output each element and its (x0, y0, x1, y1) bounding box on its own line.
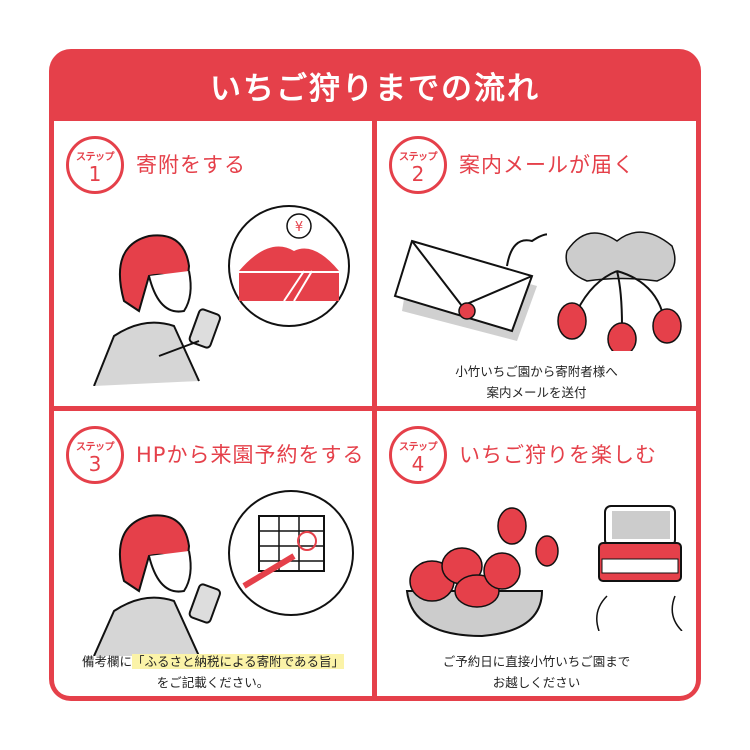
step-title: いちご狩りを楽しむ (459, 443, 657, 467)
step-number: 2 (411, 162, 425, 186)
woman-phone-icon (93, 234, 222, 386)
page-title: いちご狩りまでの流れ (210, 70, 540, 107)
caption-prefix: 備考欄に (81, 654, 132, 669)
step-badge: ステップ 3 (66, 426, 124, 484)
step-4-panel: ステップ 4 いちご狩りを楽しむ ご予約日に直接小竹いちご園まで お越しください (377, 411, 696, 696)
woman-phone-icon (93, 514, 222, 656)
envelope-icon (393, 233, 547, 341)
caption-line: ご予約日に直接小竹いちご園まで (442, 654, 631, 669)
step-title: HPから来園予約をする (136, 443, 365, 467)
step-title: 寄附をする (136, 153, 246, 177)
step-badge: ステップ 1 (66, 136, 124, 194)
step-badge: ステップ 4 (389, 426, 447, 484)
caption-line: をご記載ください。 (156, 675, 270, 690)
step-caption: 小竹いちご園から寄附者様へ 案内メールを送付 (377, 361, 696, 403)
caption-line: 案内メールを送付 (486, 385, 587, 400)
step-number: 1 (88, 162, 102, 186)
step-badge-label: ステップ (76, 152, 115, 163)
step-badge-label: ステップ (399, 152, 438, 163)
svg-text:¥: ¥ (295, 220, 303, 235)
caption-line: 備考欄に「ふるさと納税による寄附である旨」 (54, 651, 372, 672)
farm-yen-circle-icon: ¥ (228, 205, 350, 327)
step-badge: ステップ 2 (389, 136, 447, 194)
strawberry-plant-icon (557, 231, 682, 351)
caption-line: お越しください (492, 675, 581, 690)
caption-highlight: 「ふるさと納税による寄附である旨」 (132, 654, 345, 669)
step-number: 3 (88, 452, 102, 476)
step-caption: 備考欄に「ふるさと納税による寄附である旨」 をご記載ください。 (54, 651, 372, 693)
step-caption: ご予約日に直接小竹いちご園まで お越しください (377, 651, 696, 693)
caption-line: 小竹いちご園から寄附者様へ (455, 364, 618, 379)
step-badge-label: ステップ (399, 442, 438, 453)
step-3-panel: ステップ 3 HPから来園予約をする 備考欄に「ふるさと納税による寄附である旨」… (54, 411, 372, 696)
flow-card: いちご狩りまでの流れ ステップ 1 寄附をする ¥ ステップ 2 案内 (49, 49, 701, 701)
step-number: 4 (411, 452, 425, 476)
step-badge-label: ステップ (76, 442, 115, 453)
calendar-circle-icon (228, 490, 354, 616)
step-1-panel: ステップ 1 寄附をする ¥ (54, 121, 372, 406)
step-2-panel: ステップ 2 案内メールが届く 小竹いちご園から寄附者様へ 案内メールを送付 (377, 121, 696, 406)
step-title: 案内メールが届く (459, 153, 635, 177)
strawberry-bowl-icon (405, 507, 559, 638)
car-icon (596, 505, 683, 631)
